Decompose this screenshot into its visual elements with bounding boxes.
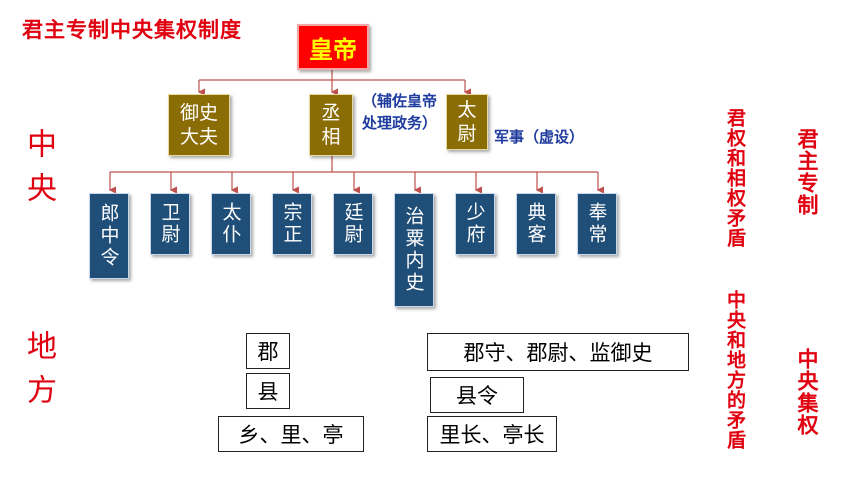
commandant-label: 太尉 [457, 99, 477, 145]
label-centralization: 中央集权 [795, 348, 819, 436]
chancellor-box: 丞相 [309, 94, 353, 156]
nine-minister-5: 廷尉 [333, 193, 373, 255]
contradiction-monarch-chancellor: 君权和相权矛盾 [724, 108, 746, 248]
nine-minister-2: 卫尉 [150, 193, 190, 255]
nine-minister-8: 典客 [516, 193, 556, 255]
central-label: 中央 [21, 128, 56, 216]
contradiction-central-local: 中央和地方的矛盾 [724, 290, 746, 450]
local-official-commandery: 郡守、郡尉、监御史 [427, 333, 689, 371]
nine-minister-9: 奉常 [577, 193, 617, 255]
nine-minister-3: 太仆 [211, 193, 251, 255]
emperor-box: 皇帝 [297, 24, 369, 70]
chancellor-note-line2: 处理政务） [362, 114, 438, 132]
local-level-township: 乡、里、亭 [218, 416, 364, 452]
local-level-county: 县 [246, 373, 290, 409]
commandant-note: 军事（虚设） [494, 128, 585, 146]
commandant-box: 太尉 [446, 94, 488, 150]
chancellor-label: 丞相 [321, 102, 341, 148]
local-level-commandery: 郡 [246, 333, 290, 369]
label-autocracy: 君主专制 [795, 128, 819, 216]
page-title: 君主专制中央集权制度 [22, 18, 242, 42]
chancellor-note-line1: （辅佐皇帝 [362, 92, 438, 110]
nine-minister-6: 治粟内史 [394, 193, 434, 307]
nine-minister-4: 宗正 [272, 193, 312, 255]
nine-minister-1: 郎中令 [89, 193, 129, 279]
local-official-township: 里长、亭长 [427, 416, 557, 452]
censor-label: 御史大夫 [179, 102, 218, 148]
local-official-county: 县令 [430, 377, 524, 413]
censor-box: 御史大夫 [168, 94, 230, 156]
nine-minister-7: 少府 [455, 193, 495, 255]
local-label: 地方 [21, 330, 56, 418]
